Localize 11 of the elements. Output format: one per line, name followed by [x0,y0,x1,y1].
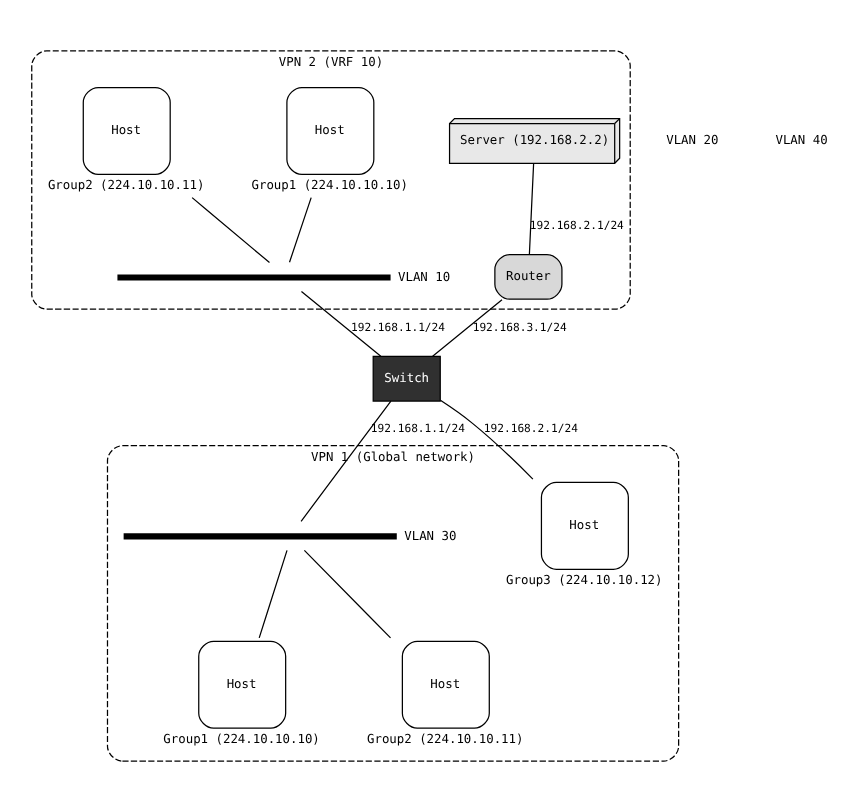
connector [288,196,312,262]
node-bar [117,273,391,280]
connector [303,548,392,638]
node-bar [123,532,397,539]
connector [300,399,392,521]
connector [528,162,535,254]
connector [191,196,271,263]
connector [258,548,288,638]
connector [300,289,382,356]
connector [439,398,534,479]
connector [432,298,503,356]
